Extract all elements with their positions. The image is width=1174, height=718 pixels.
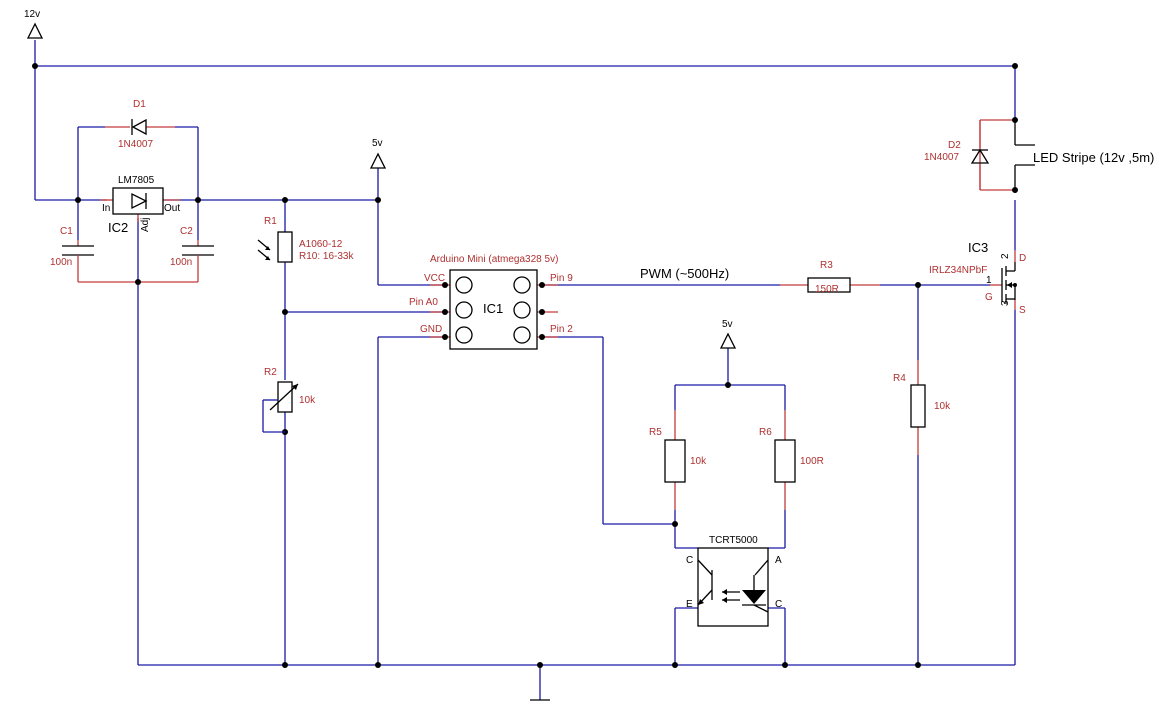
ic3-num-3: 3 xyxy=(1000,300,1011,306)
ic3-pin-d: D xyxy=(1019,253,1026,264)
supply-5v-label-b: 5v xyxy=(722,319,733,330)
resistor-r3: 150R R3 xyxy=(807,260,851,295)
d2-part: 1N4007 xyxy=(924,152,959,163)
supply-5v-symbol-b: 5v xyxy=(719,319,737,349)
r2-value: 10k xyxy=(299,395,316,406)
ic3-num-1: 1 xyxy=(986,275,992,286)
mosfet-ic3: IC3 IRLZ34NPbF D G S 1 2 3 xyxy=(929,240,1026,316)
r1-value: R10: 16-33k xyxy=(299,251,354,262)
diode-d1: D1 1N4007 xyxy=(105,99,175,150)
r4-ref: R4 xyxy=(893,373,906,384)
supply-5v-symbol-a: 5v xyxy=(369,138,387,169)
capacitor-c2: C2 100n xyxy=(170,226,214,268)
resistor-r5: R5 10k xyxy=(649,427,707,483)
ic2-pin-in: In xyxy=(102,203,110,214)
ic2-pin-adj: Adj xyxy=(140,218,151,232)
d1-ref: D1 xyxy=(133,99,146,110)
ic1-pin-9: Pin 9 xyxy=(550,273,573,284)
tcrt-pin-e: E xyxy=(686,599,693,610)
tcrt-pin-c1: C xyxy=(686,555,693,566)
component-leads xyxy=(77,119,1016,510)
ic3-part: IRLZ34NPbF xyxy=(929,265,987,276)
r1-part: A1060-12 xyxy=(299,239,343,250)
d1-part: 1N4007 xyxy=(118,139,153,150)
c1-ref: C1 xyxy=(60,226,73,237)
r2-ref: R2 xyxy=(264,367,277,378)
tcrt-pin-c2: C xyxy=(775,599,782,610)
optosensor-tcrt5000: TCRT5000 C A E C xyxy=(686,535,782,627)
supply-12v-label: 12v xyxy=(24,9,40,20)
ic1-pin-vcc: VCC xyxy=(424,273,445,284)
ic1-part: Arduino Mini (atmega328 5v) xyxy=(430,254,558,265)
ic1-pin-gnd: GND xyxy=(420,324,442,335)
supply-5v-label-a: 5v xyxy=(372,138,383,149)
c1-value: 100n xyxy=(50,257,72,268)
c2-value: 100n xyxy=(170,257,192,268)
r4-value: 10k xyxy=(934,401,951,412)
photoresistor-r1: R1 A1060-12 R10: 16-33k xyxy=(257,216,354,263)
wires xyxy=(34,40,1016,700)
resistor-r4: R4 10k xyxy=(893,373,951,428)
r1-ref: R1 xyxy=(264,216,277,227)
potentiometer-r2: R2 10k xyxy=(262,367,316,433)
r5-value: 10k xyxy=(690,456,707,467)
ic3-pin-g: G xyxy=(985,292,993,303)
r3-ref: R3 xyxy=(820,260,833,271)
d2-ref: D2 xyxy=(948,140,961,151)
ic3-pin-s: S xyxy=(1019,305,1026,316)
tcrt-part: TCRT5000 xyxy=(709,535,758,546)
ic1-pin-2: Pin 2 xyxy=(550,324,573,335)
r5-ref: R5 xyxy=(649,427,662,438)
capacitor-c1: C1 100n xyxy=(50,226,94,268)
supply-12v-symbol: 12v xyxy=(24,9,44,39)
ic3-ref: IC3 xyxy=(968,240,988,255)
diode-d2: D2 1N4007 xyxy=(924,120,990,190)
arduino-ic1: IC1 Arduino Mini (atmega328 5v) VCC Pin … xyxy=(409,254,573,350)
ic1-ref: IC1 xyxy=(483,301,503,316)
r6-value: 100R xyxy=(800,456,824,467)
led-stripe-label: LED Stripe (12v ,5m) xyxy=(1033,150,1154,165)
junctions xyxy=(32,63,1018,668)
ic2-pin-out: Out xyxy=(164,203,180,214)
ic2-part: LM7805 xyxy=(118,175,155,186)
r3-value: 150R xyxy=(815,284,839,295)
ic1-pin-a0: Pin A0 xyxy=(409,297,438,308)
resistor-r6: R6 100R xyxy=(759,427,824,483)
tcrt-pin-a: A xyxy=(775,555,782,566)
pwm-label: PWM (~500Hz) xyxy=(640,266,729,281)
ic3-num-2: 2 xyxy=(1000,253,1011,259)
led-stripe: LED Stripe (12v ,5m) xyxy=(1014,120,1154,190)
regulator-ic2: LM7805 In Out Adj IC2 xyxy=(102,175,180,235)
r6-ref: R6 xyxy=(759,427,772,438)
c2-ref: C2 xyxy=(180,226,193,237)
ic2-ref: IC2 xyxy=(108,220,128,235)
